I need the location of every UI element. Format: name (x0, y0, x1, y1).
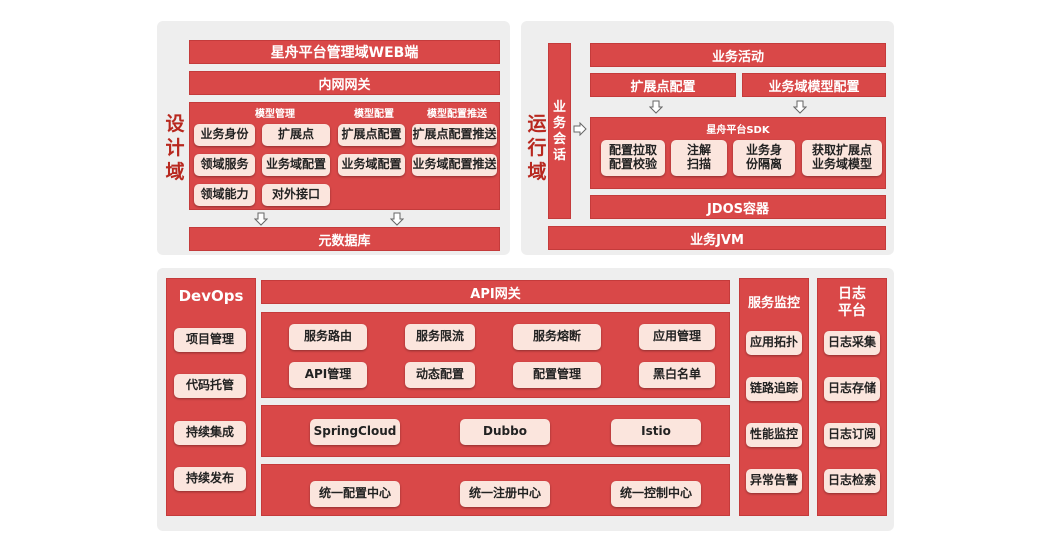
sdk-label: 星舟平台SDK (706, 125, 770, 136)
business-jvm-bar: 业务JVM (548, 226, 886, 250)
jdos-container-bar: JDOS容器 (590, 195, 886, 219)
unified-registry-center: 统一注册中心 (460, 481, 550, 507)
business-activity-bar: 业务活动 (590, 43, 886, 67)
design-item-domain-capability: 领域能力 (194, 184, 255, 206)
dynamic-config: 动态配置 (405, 362, 475, 388)
business-session-label: 业 务 会 话 (552, 100, 566, 163)
log-item-collection: 日志采集 (824, 331, 880, 355)
devops-item-project-management: 项目管理 (174, 328, 246, 352)
section-label-model-config: 模型配置 (354, 109, 394, 120)
design-item-domain-config-push: 业务域配置推送 (412, 154, 497, 176)
application-management: 应用管理 (639, 324, 715, 350)
section-label-model-management: 模型管理 (255, 109, 295, 120)
log-title: 日志 平台 (838, 286, 866, 319)
right-arrow-icon (573, 122, 587, 136)
sdk-item-get-extension: 获取扩展点 业务域模型 (802, 140, 882, 176)
down-arrow-icon (254, 212, 268, 226)
design-item-extension-point-config: 扩展点配置 (338, 124, 405, 146)
down-arrow-icon (390, 212, 404, 226)
down-arrow-icon (649, 100, 663, 114)
design-item-external-interface: 对外接口 (262, 184, 330, 206)
design-item-extension-point: 扩展点 (262, 124, 330, 146)
design-item-domain-service: 领域服务 (194, 154, 255, 176)
extension-point-config-bar: 扩展点配置 (590, 73, 736, 97)
framework-dubbo: Dubbo (460, 419, 550, 445)
web-console-bar: 星舟平台管理域WEB端 (189, 40, 500, 64)
monitor-item-tracing: 链路追踪 (746, 377, 802, 401)
monitor-item-app-topology: 应用拓扑 (746, 331, 802, 355)
sdk-item-identity-isolation: 业务身 份隔离 (733, 140, 795, 176)
devops-title: DevOps (178, 287, 244, 305)
section-label-model-config-push: 模型配置推送 (427, 109, 487, 120)
config-management: 配置管理 (513, 362, 601, 388)
devops-item-code-hosting: 代码托管 (174, 374, 246, 398)
down-arrow-icon (793, 100, 807, 114)
sdk-item-config-pull: 配置拉取 配置校验 (601, 140, 665, 176)
business-session-bar (548, 43, 571, 219)
monitor-title: 服务监控 (747, 296, 800, 311)
log-item-subscription: 日志订阅 (824, 423, 880, 447)
monitor-item-performance: 性能监控 (746, 423, 802, 447)
log-item-search: 日志检索 (824, 469, 880, 493)
framework-springcloud: SpringCloud (310, 419, 400, 445)
design-item-business-identity: 业务身份 (194, 124, 255, 146)
black-white-list: 黑白名单 (639, 362, 715, 388)
service-routing: 服务路由 (289, 324, 367, 350)
api-management: API管理 (289, 362, 367, 388)
devops-item-continuous-integration: 持续集成 (174, 421, 246, 445)
intranet-gateway-bar: 内网网关 (189, 71, 500, 95)
framework-istio: Istio (611, 419, 701, 445)
sdk-item-annotation-scan: 注解 扫描 (671, 140, 727, 176)
log-item-storage: 日志存储 (824, 377, 880, 401)
monitor-item-alerting: 异常告警 (746, 469, 802, 493)
service-circuit-breaker: 服务熔断 (513, 324, 601, 350)
domain-model-config-bar: 业务域模型配置 (742, 73, 886, 97)
devops-item-continuous-delivery: 持续发布 (174, 467, 246, 491)
unified-control-center: 统一控制中心 (611, 481, 701, 507)
design-domain-label: 设 计 域 (165, 113, 185, 183)
design-item-domain-config: 业务域配置 (262, 154, 330, 176)
api-gateway-bar: API网关 (261, 280, 730, 304)
runtime-domain-label: 运 行 域 (527, 113, 547, 183)
unified-config-center: 统一配置中心 (310, 481, 400, 507)
service-rate-limit: 服务限流 (405, 324, 475, 350)
design-item-extension-point-config-push: 扩展点配置推送 (412, 124, 497, 146)
design-item-domain-config-2: 业务域配置 (338, 154, 405, 176)
metadata-db-bar: 元数据库 (189, 227, 500, 251)
